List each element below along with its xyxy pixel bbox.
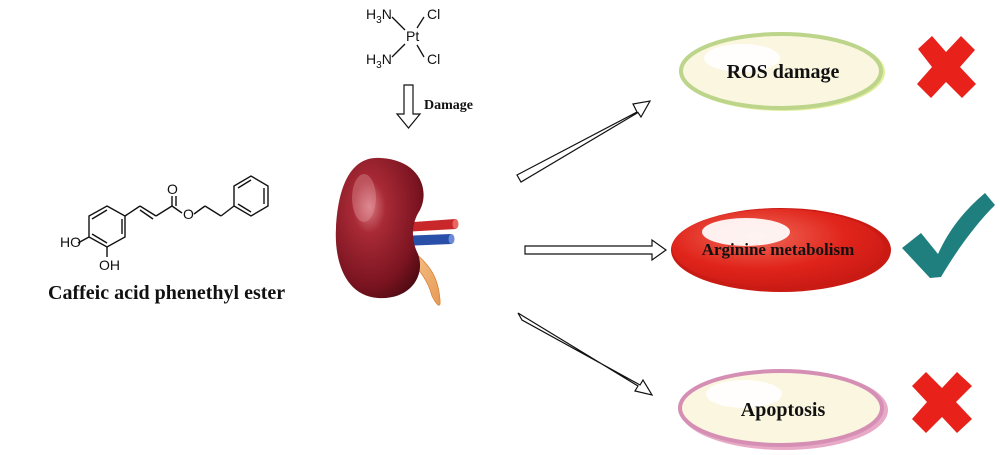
cape-name: Caffeic acid phenethyl ester bbox=[48, 282, 285, 304]
ros-damage-node: ROS damage bbox=[679, 32, 885, 111]
apoptosis-node: Apoptosis bbox=[678, 369, 888, 450]
cl-top-label: Cl bbox=[427, 6, 440, 22]
cross-icon bbox=[917, 36, 976, 98]
h3n-top-label: H3N bbox=[366, 6, 392, 26]
arrow-to-ros bbox=[516, 100, 652, 183]
carbonyl-o-label: O bbox=[167, 181, 178, 197]
oh-label: OH bbox=[99, 257, 120, 273]
arginine-metabolism-node: Arginine metabolism bbox=[671, 208, 891, 292]
arrow-to-arginine bbox=[524, 238, 668, 262]
arrow-to-apoptosis bbox=[517, 312, 654, 396]
kidney-image bbox=[335, 157, 459, 306]
damage-label: Damage bbox=[424, 98, 473, 113]
pt-label: Pt bbox=[406, 28, 419, 44]
check-icon bbox=[902, 193, 995, 278]
cisplatin-bonds bbox=[391, 16, 425, 58]
cisplatin-structure: H3N Pt Cl H3N Cl bbox=[366, 6, 440, 71]
apoptosis-label: Apoptosis bbox=[741, 399, 826, 421]
h3n-bottom-label: H3N bbox=[366, 51, 392, 71]
arginine-metabolism-label: Arginine metabolism bbox=[702, 240, 855, 259]
ros-damage-label: ROS damage bbox=[727, 61, 840, 83]
cl-bottom-label: Cl bbox=[427, 51, 440, 67]
ho-label: HO bbox=[60, 234, 81, 250]
damage-arrow bbox=[395, 84, 422, 129]
cape-structure bbox=[77, 175, 269, 257]
cross-icon bbox=[912, 372, 972, 433]
ester-o-label: O bbox=[183, 206, 194, 222]
